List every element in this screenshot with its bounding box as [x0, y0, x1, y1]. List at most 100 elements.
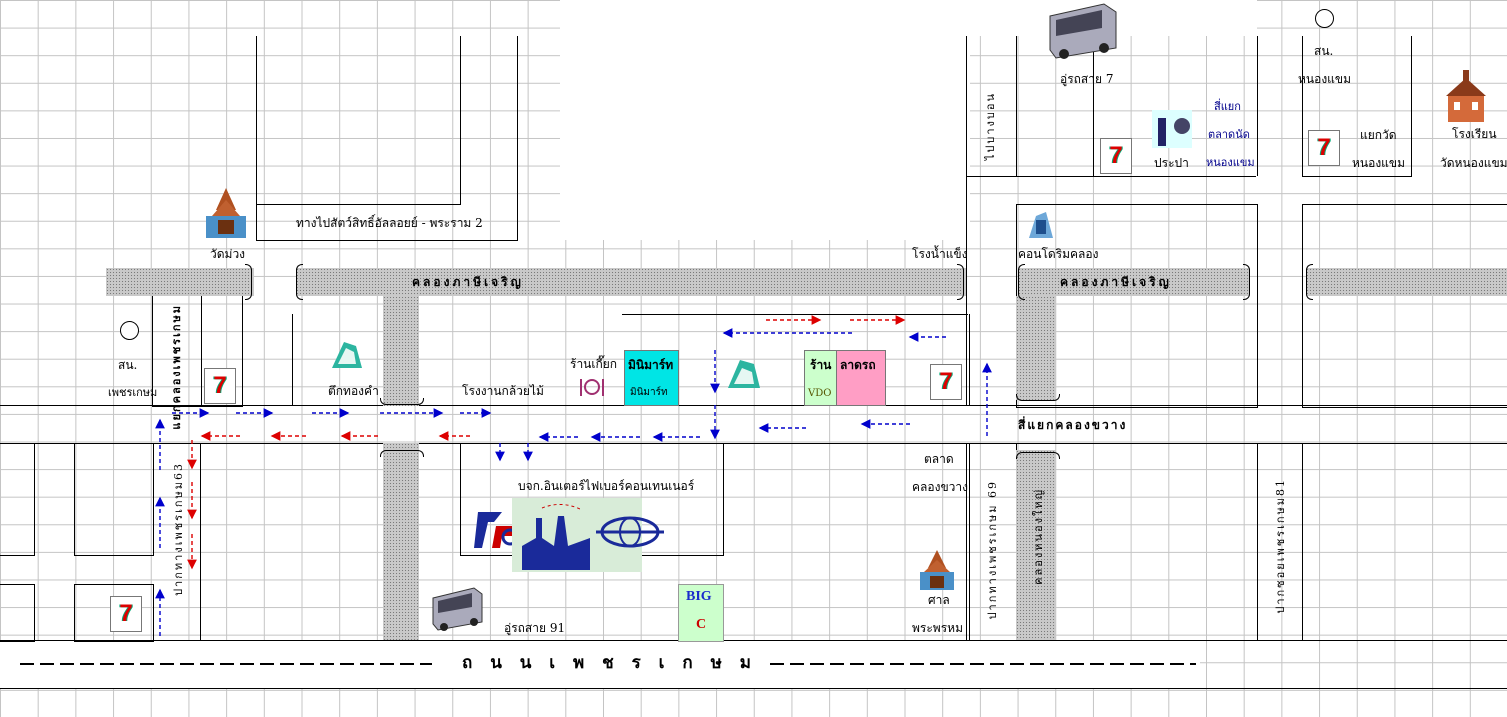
- block: [200, 443, 970, 640]
- canal-vertical: [1016, 296, 1056, 400]
- police-label: เพชรเกษม: [108, 386, 158, 399]
- building-icon: [1029, 212, 1053, 238]
- bus-icon: [432, 587, 483, 631]
- canal-vertical: [383, 296, 419, 406]
- canal-horizontal: [1018, 268, 1250, 296]
- ice-factory-label: โรงน้ำแข็ง: [912, 247, 968, 261]
- shop-box: [804, 350, 838, 406]
- market-label: คลองขวาง: [912, 480, 968, 494]
- globe-icon: [596, 516, 664, 548]
- canal-horizontal: [106, 268, 254, 296]
- block: [256, 36, 518, 241]
- school-label: วัดหนองแขม: [1440, 156, 1507, 170]
- shop-label: ร้าน: [810, 358, 832, 372]
- minimart-box: [624, 350, 679, 406]
- condo-label: คอนโดริมคลอง: [1018, 247, 1099, 261]
- seven-eleven-icon: 7: [1308, 130, 1340, 166]
- road-label-vertical: ไปบางบอน: [984, 92, 997, 161]
- main-road-label: ถ น น เ พ ช ร เ ก ษ ม: [462, 653, 757, 673]
- bigc-label: C: [696, 617, 707, 632]
- canal-vertical: [383, 443, 419, 640]
- minimart-label: มินิมาร์ท: [630, 387, 668, 398]
- block: [292, 314, 970, 406]
- water-supply-label: ประปา: [1154, 156, 1189, 170]
- intersection-label: หนองแขม: [1206, 156, 1255, 169]
- road-label-vertical: ปากทางเพชรเกษม 69: [986, 480, 999, 620]
- police-label: หนองแขม: [1298, 72, 1352, 86]
- block: [0, 584, 35, 642]
- intersection-label: สี่แยก: [1214, 100, 1241, 113]
- road-edge: [966, 443, 967, 640]
- seven-eleven-icon: 7: [930, 364, 962, 400]
- road-label-vertical: ปากทางเพชรเกษม63: [172, 462, 185, 596]
- factory-icon: [1152, 110, 1192, 148]
- road-edge: [622, 314, 968, 315]
- temple-icon: [206, 188, 246, 238]
- block: [1302, 204, 1507, 408]
- intersection-label: ตลาดนัด: [1208, 128, 1250, 141]
- canal-horizontal: [296, 268, 966, 296]
- shrine-label: ศาล: [928, 593, 950, 607]
- shrine-label: พระพรหม: [912, 621, 963, 635]
- school-label: โรงเรียน: [1452, 127, 1497, 141]
- canal-vertical: [1016, 450, 1056, 640]
- block: [1016, 36, 1258, 176]
- block: [256, 36, 461, 205]
- intersection-label: แยกวัด: [1360, 128, 1397, 142]
- seven-eleven-icon: 7: [1100, 138, 1132, 174]
- canal-bracket: [1016, 452, 1060, 459]
- road-edge: [0, 405, 1507, 406]
- road-edge: [966, 36, 967, 406]
- road-edge: [0, 443, 1507, 444]
- bigc-box: [678, 584, 724, 642]
- bus-depot-label: อู่รถสาย 91: [504, 621, 566, 635]
- seven-eleven-icon: 7: [204, 368, 236, 404]
- canal-label: คลองภาษีเจริญ: [1060, 275, 1172, 289]
- road-label-vertical: ปากซอยเพชรเกษม81: [1274, 478, 1287, 614]
- block: [200, 296, 243, 407]
- route-label: ทางไปสัตว์สิทธิ์อัลลอยย์ - พระราม 2: [296, 216, 483, 230]
- block: [74, 584, 154, 642]
- road-label-vertical: คลองหนองใหญ่: [1032, 488, 1045, 585]
- canal-bracket: [380, 450, 424, 457]
- restaurant-label: ร้านเกี๊ยก: [570, 357, 618, 371]
- bus-icon: [1049, 3, 1117, 59]
- temple-label: วัดม่วง: [210, 247, 246, 261]
- road-edge: [0, 640, 1507, 641]
- canal-label: คลองภาษีเจริญ: [412, 275, 524, 289]
- block: [1093, 36, 1257, 176]
- main-road-dashes: [20, 663, 1196, 665]
- block: [1302, 443, 1507, 640]
- police-label: สน.: [118, 358, 138, 372]
- police-box-icon: [120, 321, 139, 340]
- building-label: ตึกทองคำ: [328, 384, 379, 398]
- blank-area: [560, 0, 970, 240]
- building-icon: [728, 360, 760, 388]
- junction-label: สี่แยกคลองขวาง: [1018, 418, 1128, 432]
- canal-bracket: [1306, 264, 1313, 300]
- block: [966, 36, 1256, 177]
- canal-horizontal: [1306, 268, 1507, 296]
- road-label-vertical: แยกคลองเพชรเกษม: [170, 304, 183, 430]
- road-edge: [0, 688, 1507, 689]
- canal-bracket: [296, 264, 303, 300]
- shop-label: VDO: [808, 388, 832, 399]
- temple-icon: [920, 550, 954, 590]
- factory-label: โรงงานกล้วยไม้: [462, 384, 544, 398]
- minimart-label: มินิมาร์ท: [628, 358, 674, 372]
- block: [0, 443, 35, 556]
- block: [74, 443, 154, 556]
- police-box-icon: [1315, 9, 1334, 28]
- company-label: บจก.อินเตอร์ไฟเบอร์คอนเทนเนอร์: [518, 479, 695, 493]
- salon-label: ลาดรถ: [840, 358, 876, 372]
- block: [1302, 36, 1412, 177]
- market-label: ตลาด: [924, 452, 954, 466]
- restaurant-icon: [580, 379, 604, 396]
- building-icon: [332, 342, 362, 368]
- seven-eleven-icon: 7: [110, 596, 142, 632]
- intersection-label: หนองแขม: [1352, 156, 1406, 170]
- police-label: สน.: [1314, 44, 1334, 58]
- bigc-label: BIG: [686, 589, 712, 604]
